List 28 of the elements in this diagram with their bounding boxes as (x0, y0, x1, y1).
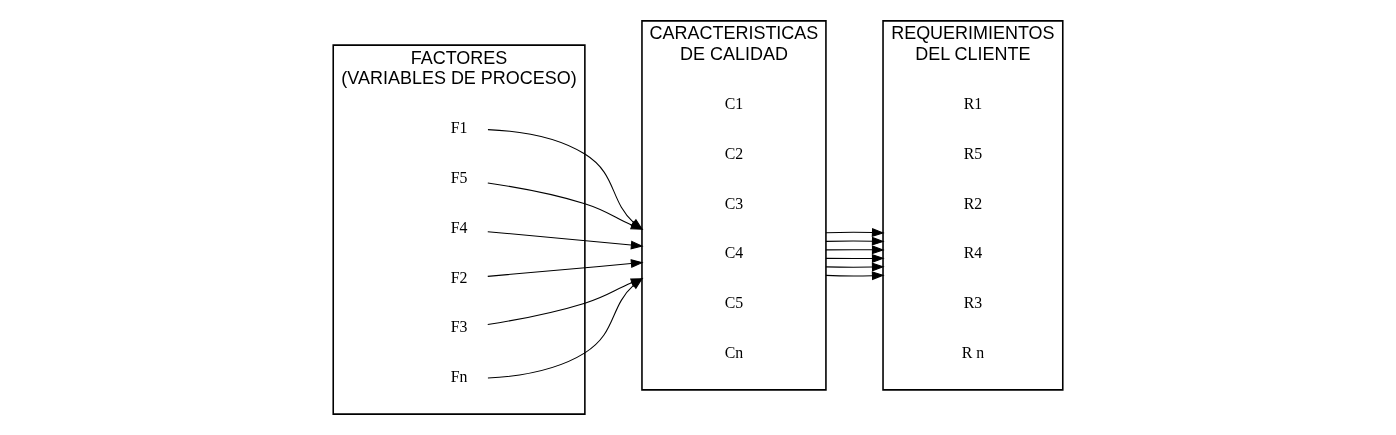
node-text: F3 (450, 318, 468, 336)
node-text: R n (961, 343, 985, 361)
arrow (825, 236, 885, 246)
node-text: R3 (963, 293, 983, 311)
node-text: F2 (450, 268, 468, 286)
node-text: C1 (724, 95, 744, 113)
node-text: C2 (724, 144, 744, 162)
arrow (825, 228, 885, 237)
node-text: C5 (724, 293, 744, 311)
node-text: C3 (724, 194, 744, 212)
node-text: F5 (450, 169, 468, 187)
node-text: Cn (724, 343, 744, 361)
arrow (487, 231, 644, 250)
arrow (487, 182, 644, 230)
node-text: R5 (963, 144, 983, 162)
node-text: Fn (450, 367, 468, 385)
arrow (825, 262, 885, 272)
arrow (487, 259, 644, 277)
node-text: F4 (450, 218, 468, 236)
node-text: R1 (963, 95, 983, 113)
arrow (825, 254, 885, 263)
node-text: R2 (963, 194, 983, 212)
node-text: R4 (963, 244, 983, 262)
arrow (487, 129, 644, 231)
arrow (825, 271, 885, 281)
arrow (825, 245, 885, 255)
node-text: F1 (450, 119, 468, 137)
node-text: C4 (724, 244, 744, 262)
